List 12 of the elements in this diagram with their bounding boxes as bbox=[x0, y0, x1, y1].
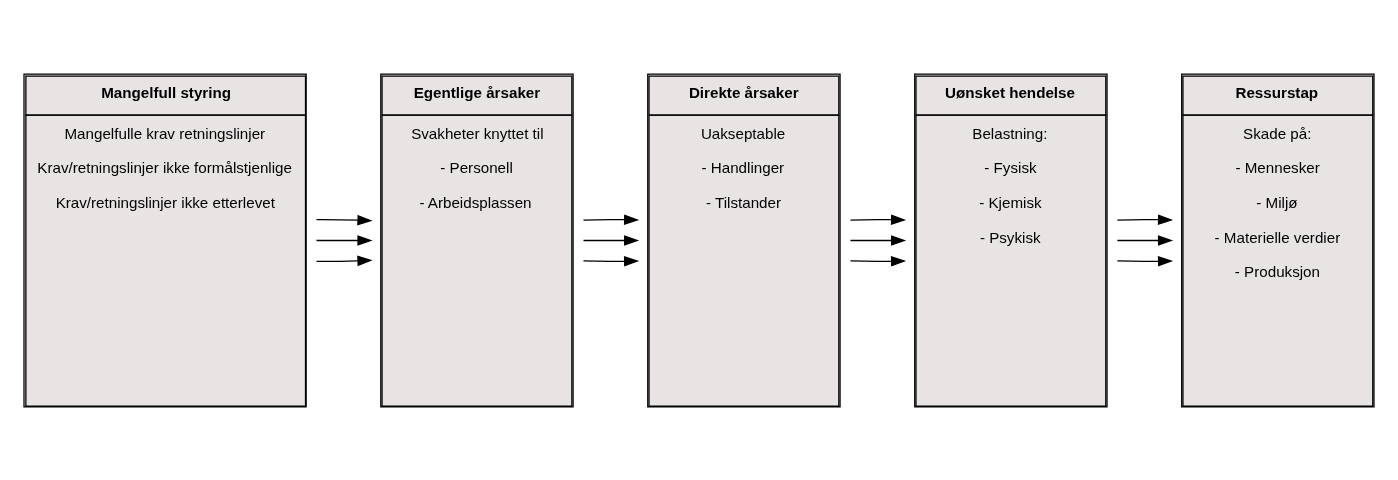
arrow bbox=[1116, 213, 1174, 225]
arrow bbox=[849, 213, 907, 225]
arrow bbox=[315, 255, 373, 266]
arrow bbox=[582, 255, 640, 267]
arrow bbox=[582, 234, 640, 246]
arrow bbox=[1116, 255, 1174, 267]
arrow bbox=[849, 234, 907, 246]
arrow bbox=[1116, 234, 1174, 246]
arrow bbox=[315, 234, 373, 246]
arrow bbox=[849, 255, 907, 267]
arrow bbox=[315, 214, 373, 225]
arrow bbox=[582, 213, 640, 225]
